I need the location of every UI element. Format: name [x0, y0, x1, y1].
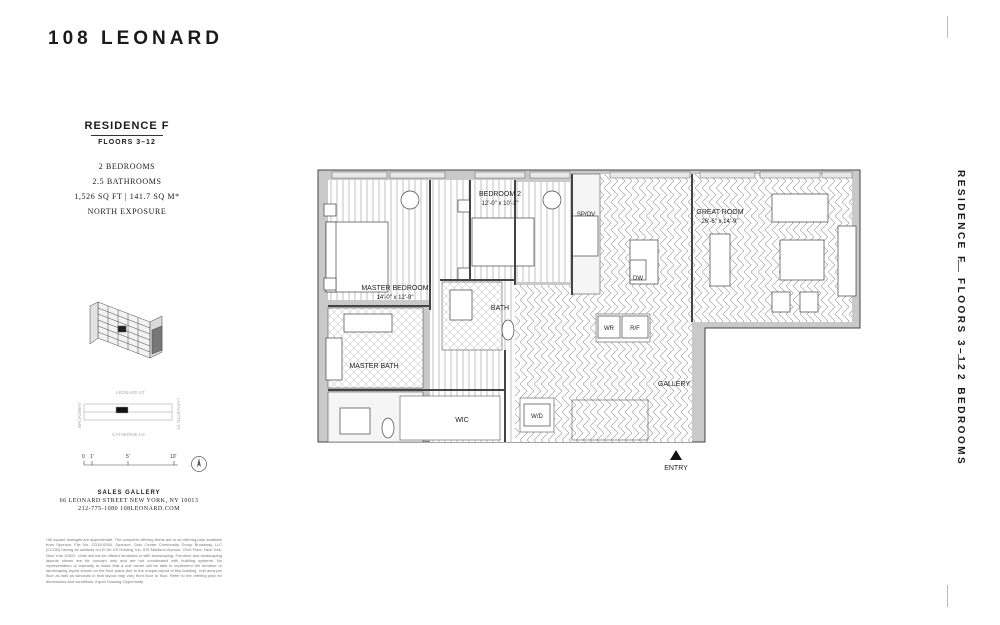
- bottom-rule: [947, 585, 948, 607]
- master-bedroom-label: MASTER BEDROOM: [361, 285, 428, 292]
- dw-label: DW: [633, 276, 643, 282]
- scale-bar: [83, 461, 178, 466]
- residence-underline: [91, 135, 163, 136]
- windows: [331, 171, 853, 179]
- bath-label: BATH: [491, 305, 509, 312]
- range: [571, 215, 599, 257]
- residence-name: RESIDENCE F: [84, 120, 170, 132]
- vanity: [325, 337, 343, 381]
- north-arrow-icon: [191, 456, 207, 472]
- gallery-floor: [600, 174, 692, 442]
- street-right-label: LAFAYETTE ST: [176, 398, 181, 430]
- vertical-label: RESIDENCE F FLOORS 3–12 2 BEDROOMS: [952, 170, 966, 466]
- residence-area: 1,526 SQ FT | 141.7 SQ M*: [74, 192, 180, 201]
- brand-title: 108 LEONARD: [48, 28, 223, 49]
- street-bottom-label: CATHERINE LN: [112, 432, 145, 437]
- armchair-1: [400, 190, 420, 210]
- wd-label: W/D: [531, 414, 543, 420]
- sales-title: SALES GALLERY: [97, 490, 161, 496]
- interior-walls: [328, 174, 693, 442]
- site-block: [83, 403, 173, 421]
- residence-info: RESIDENCE F FLOORS 3–12 2 BEDROOMS 2.5 B…: [48, 120, 206, 216]
- bedroom2-dim: 12'-0" x 10'-3": [482, 201, 519, 207]
- vertical-residence: RESIDENCE F: [955, 170, 966, 265]
- vertical-separator: [958, 354, 959, 366]
- top-rule: [947, 16, 948, 38]
- sp-ov-label: SP/OV: [577, 212, 595, 218]
- sofa-top: [771, 193, 829, 223]
- wic-label: WIC: [455, 417, 469, 424]
- bathroom-count: 2.5 BATHROOMS: [92, 177, 162, 186]
- entry-arrow-icon: [670, 450, 682, 460]
- armchair-2: [542, 190, 562, 210]
- great-room-label: GREAT ROOM: [696, 209, 743, 216]
- gallery-label: GALLERY: [658, 381, 690, 388]
- master-bedroom-dim: 14'-0" x 12'-9": [377, 295, 414, 301]
- wr-label: WR: [604, 326, 615, 332]
- sofa-side: [837, 225, 857, 297]
- street-left-label: BROADWAY: [77, 402, 82, 428]
- scale-label-0: 0: [82, 454, 85, 460]
- vertical-separator: [958, 260, 959, 272]
- residence-exposure: NORTH EXPOSURE: [87, 207, 167, 216]
- bedroom-count: 2 BEDROOMS: [98, 162, 156, 171]
- sales-gallery: SALES GALLERY 66 LEONARD STREET NEW YORK…: [40, 490, 218, 512]
- street-top-label: LEONARD ST: [116, 390, 145, 395]
- entry-label: ENTRY: [664, 465, 688, 472]
- legal-disclaimer: *All square footages are approximate. Th…: [46, 537, 222, 584]
- residence-floors: FLOORS 3–12: [98, 139, 156, 146]
- sales-address: 66 LEONARD STREET NEW YORK, NY 10013: [59, 498, 199, 504]
- bedroom2-bed: [471, 217, 535, 267]
- great-room-dim: 26'-6" x 14'-9": [702, 219, 739, 225]
- bedroom2-label: BEDROOM 2: [479, 191, 521, 198]
- wic-room: [399, 395, 501, 441]
- scale-label-5: 5': [126, 454, 130, 460]
- rf-label: R/F: [630, 326, 640, 332]
- wd-box: [523, 403, 551, 427]
- site-plan: LEONARD ST CATHERINE LN BROADWAY LAFAYET…: [77, 390, 181, 437]
- sales-contact: 212-775-1080 108LEONARD.COM: [78, 506, 180, 512]
- dw-box: [629, 259, 647, 281]
- rf-box: [621, 315, 649, 339]
- tub: [343, 313, 393, 333]
- vertical-bedrooms: 2 BEDROOMS: [955, 374, 966, 467]
- vertical-floors: FLOORS 3–12: [955, 278, 966, 373]
- coffee-table: [779, 239, 825, 281]
- toilet: [381, 417, 395, 439]
- scale-label-10: 10': [170, 454, 177, 460]
- furniture: [323, 190, 857, 439]
- floor-plan: BEDROOM 2 12'-0" x 10'-3" GREAT ROOM 26'…: [317, 169, 861, 472]
- wr-box: [597, 315, 621, 339]
- building-isometric-icon: [89, 301, 163, 359]
- master-bath-label: MASTER BATH: [349, 363, 398, 370]
- dining-table: [709, 233, 731, 287]
- key-plan: LEONARD ST CATHERINE LN BROADWAY LAFAYET…: [77, 301, 191, 467]
- scale-label-1: 1': [90, 454, 94, 460]
